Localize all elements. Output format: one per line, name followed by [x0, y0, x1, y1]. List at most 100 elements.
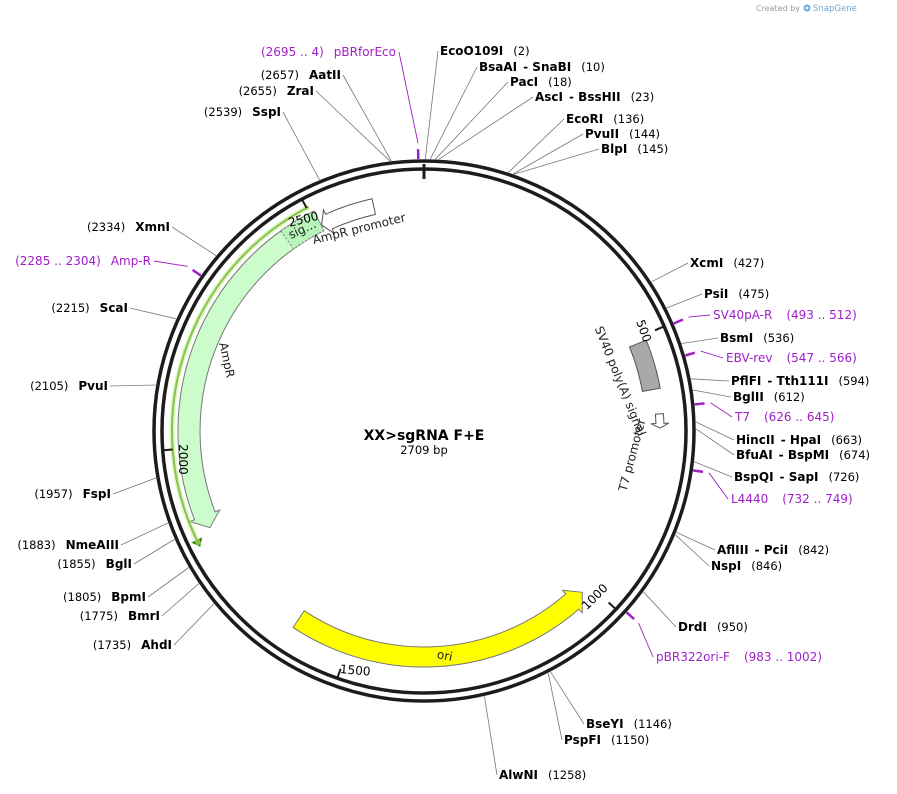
enzyme-label: (2105)PvuI [30, 379, 108, 393]
enzyme-site[interactable]: BfuAI- BspMI(674) [695, 428, 870, 462]
enzyme-name-2: - SnaBI [523, 60, 571, 74]
enzyme-site[interactable]: AflIII- PciI(842) [676, 532, 829, 557]
enzyme-position: (842) [798, 543, 829, 557]
ruler-tick-label: 1000 [579, 581, 610, 612]
primer[interactable]: L4440(732 .. 749) [692, 469, 853, 506]
feature-sv40-polya[interactable]: SV40 poly(A) signal [592, 324, 661, 438]
enzyme-site[interactable]: PflFI- Tth111I(594) [690, 374, 870, 388]
enzyme-site[interactable]: (2539)SspI [204, 105, 320, 181]
enzyme-site[interactable]: BseYI(1146) [550, 671, 672, 731]
enzyme-position: (536) [763, 331, 794, 345]
enzyme-site[interactable]: EcoO109I (2) [424, 44, 530, 160]
enzyme-name-2: - Tth111I [767, 374, 828, 388]
enzyme-site[interactable]: (2334)XmnI [87, 220, 217, 256]
plasmid-name: XX>sgRNA F+E [364, 428, 485, 444]
enzyme-site[interactable]: BglII(612) [692, 389, 805, 404]
primer[interactable]: (2695 .. 4)pBRforEco [261, 45, 420, 160]
credit-prefix: Created by [756, 4, 800, 13]
enzyme-position: (1805) [63, 590, 101, 604]
enzyme-name: BpmI [111, 590, 146, 604]
primer[interactable]: (2285 .. 2304)Amp-R [15, 254, 202, 277]
signal-sequence-arc [280, 210, 325, 250]
enzyme-name: BsmI [720, 331, 753, 345]
enzyme-site[interactable]: (2105)PvuI [30, 379, 156, 393]
enzyme-site[interactable]: (1855)BglI [57, 539, 175, 571]
enzyme-name: BglII [733, 390, 764, 404]
primer[interactable]: EBV-rev(547 .. 566) [684, 350, 857, 365]
enzyme-site[interactable]: BsmI (536) [681, 331, 795, 345]
enzyme-leader-line [315, 90, 391, 162]
enzyme-site[interactable]: BlpI(145) [513, 142, 668, 175]
enzyme-position: (1258) [548, 768, 586, 782]
enzyme-site[interactable]: XcmI(427) [651, 256, 765, 283]
enzyme-position: (427) [733, 256, 764, 270]
enzyme-site[interactable]: (1805) BpmI [63, 567, 190, 605]
enzyme-site[interactable]: AlwNI(1258) [484, 696, 586, 782]
primer-range: (493 .. 512) [786, 308, 856, 322]
enzyme-position: (1150) [611, 733, 649, 747]
primer-mark [191, 268, 202, 277]
sv40-polya-arc [628, 339, 661, 392]
enzyme-label: NspI(846) [711, 559, 782, 573]
enzyme-name: FspI [83, 487, 111, 501]
enzyme-name: XmnI [135, 220, 170, 234]
enzyme-site[interactable]: (1957)FspI [34, 477, 157, 501]
enzyme-site[interactable]: NspI(846) [675, 534, 782, 573]
enzyme-site[interactable]: BsaAI- SnaBI(10) [429, 60, 605, 160]
feature-ampr-promoter[interactable]: AmpR promoter [311, 198, 407, 247]
feature-amp-r[interactable]: AmpR [169, 204, 325, 547]
enzyme-site[interactable]: EcoRI(136) [508, 112, 644, 173]
primer-label: (2695 .. 4)pBRforEco [261, 45, 396, 59]
primer-name: pBR322ori-F [656, 650, 730, 664]
enzyme-label: (1855)BglI [57, 557, 132, 571]
primer-range: (2285 .. 2304) [15, 254, 101, 268]
enzyme-site[interactable]: (1735)AhdI [93, 603, 215, 652]
plasmid-length: 2709 bp [400, 443, 448, 457]
primer-range: (983 .. 1002) [744, 650, 822, 664]
primer[interactable]: SV40pA-R(493 .. 512) [673, 308, 857, 325]
enzyme-name: PspFI [564, 733, 601, 747]
enzyme-site[interactable]: AscI- BssHII(23) [438, 90, 655, 160]
enzyme-position: (2) [513, 44, 529, 58]
enzyme-name: BfuAI [736, 448, 773, 462]
enzyme-site[interactable]: BspQI- SapI(726) [694, 461, 859, 484]
enzyme-leader-line [342, 74, 392, 162]
enzyme-site[interactable]: PacI(18) [435, 75, 572, 160]
enzyme-site[interactable]: PsiI(475) [666, 287, 770, 309]
enzyme-site[interactable]: (2655)ZraI [239, 84, 391, 162]
enzyme-site[interactable]: PvuII(144) [513, 127, 660, 175]
feature-t7-promoter[interactable]: T7 promoter [615, 413, 670, 494]
enzyme-site[interactable]: (2657)AatII [261, 68, 392, 162]
enzyme-site[interactable]: (1883)NmeAIII [17, 522, 169, 552]
primer[interactable]: pBR322ori-F (983 .. 1002) [625, 611, 822, 664]
enzyme-label: (1883)NmeAIII [17, 538, 119, 552]
primer-range: (626 .. 645) [764, 410, 834, 424]
ruler-tick [654, 325, 665, 332]
enzyme-leader-line [282, 111, 320, 181]
ruler-tick [301, 198, 308, 209]
ruler-tick [607, 601, 617, 611]
enzyme-leader-line [695, 428, 735, 456]
enzyme-label: DrdI(950) [678, 620, 748, 634]
enzyme-label: (2539)SspI [204, 105, 281, 119]
primer-leader-line [710, 402, 733, 418]
enzyme-label: BsaAI- SnaBI(10) [479, 60, 605, 74]
enzyme-site[interactable]: DrdI(950) [643, 591, 748, 634]
enzyme-name: EcoO109I [440, 44, 503, 58]
enzyme-label: PspFI (1150) [564, 733, 649, 747]
enzyme-label: BseYI(1146) [586, 717, 672, 731]
enzyme-leader-line [692, 389, 732, 398]
enzyme-leader-line [513, 148, 600, 175]
enzyme-site[interactable]: (1775)BmrI [80, 583, 200, 623]
feature-ori[interactable]: ori [292, 589, 583, 668]
primer[interactable]: T7(626 .. 645) [694, 402, 835, 424]
enzyme-site[interactable]: HincII- HpaI(663) [695, 421, 862, 447]
enzyme-site[interactable]: PspFI (1150) [547, 672, 649, 747]
enzyme-leader-line [161, 583, 200, 617]
enzyme-label: BlpI(145) [601, 142, 668, 156]
enzyme-layer: EcoO109I(2)BsaAI- SnaBI(10)PacI(18)AscI-… [17, 44, 870, 782]
enzyme-position: (1855) [57, 557, 95, 571]
enzyme-position: (10) [581, 60, 605, 74]
enzyme-site[interactable]: (2215)ScaI [51, 301, 177, 320]
primer-name: EBV-rev [726, 351, 772, 365]
